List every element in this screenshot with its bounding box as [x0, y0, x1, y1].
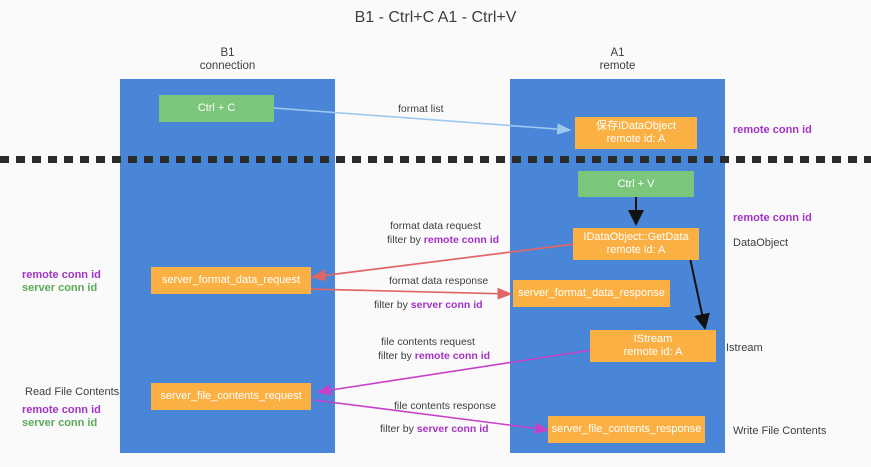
caption-file-contents-request: file contents request	[381, 336, 475, 348]
caption-format-list: format list	[398, 103, 444, 115]
left-label-server-conn-id-mid: server conn id	[22, 282, 98, 294]
right-label-write-file-contents: Write File Contents	[733, 425, 827, 437]
right-label-dataobject: DataObject	[733, 237, 789, 249]
box-idataobject-getdata[interactable]: IDataObject::GetData remote id: A	[573, 228, 699, 260]
box-server-format-data-response[interactable]: server_format_data_response	[513, 280, 670, 307]
caption-filter-prefix: filter by	[374, 299, 411, 311]
box-server-format-data-request[interactable]: server_format_data_request	[151, 267, 311, 294]
caption-file-contents-request-filter: filter by remote conn id	[378, 350, 490, 363]
column-header-a1-role: remote	[599, 60, 636, 72]
left-label-server-conn-id-bottom: server conn id	[22, 417, 98, 429]
caption-filter-key-server-conn-id: server conn id	[410, 299, 483, 311]
column-header-b1-role: connection	[199, 60, 256, 72]
caption-filter-key-remote-conn-id: remote conn id	[423, 234, 500, 246]
box-istream[interactable]: IStream remote id: A	[590, 330, 716, 362]
column-header-a1: A1 remote	[510, 47, 725, 73]
caption-filter-prefix: filter by	[378, 350, 415, 362]
box-server-file-contents-request[interactable]: server_file_contents_request	[151, 383, 311, 410]
right-label-remote-conn-id-mid: remote conn id	[733, 212, 812, 224]
left-label-remote-conn-id-bottom: remote conn id	[22, 404, 101, 416]
caption-file-contents-response: file contents response	[394, 400, 497, 412]
caption-filter-key-server-conn-id: server conn id	[416, 423, 489, 435]
right-label-remote-conn-id-top: remote conn id	[733, 124, 812, 136]
right-label-istream: Istream	[726, 342, 763, 354]
left-label-remote-conn-id-mid: remote conn id	[22, 269, 101, 281]
column-header-a1-name: A1	[610, 47, 625, 59]
caption-filter-prefix: filter by	[387, 234, 424, 246]
caption-filter-key-remote-conn-id: remote conn id	[414, 350, 491, 362]
box-server-file-contents-response[interactable]: server_file_contents_response	[548, 416, 705, 443]
caption-file-contents-response-filter: filter by server conn id	[380, 423, 489, 436]
caption-format-data-response-filter: filter by server conn id	[374, 299, 483, 312]
box-idataobject-store[interactable]: 保存IDataObject remote id: A	[575, 117, 697, 149]
caption-format-data-request-filter: filter by remote conn id	[387, 234, 499, 247]
box-ctrl-c[interactable]: Ctrl + C	[159, 95, 274, 122]
phase-divider	[0, 156, 871, 163]
column-header-b1-name: B1	[220, 47, 235, 59]
page-title: B1 - Ctrl+C A1 - Ctrl+V	[354, 9, 517, 26]
caption-format-data-request: format data request	[390, 220, 482, 232]
column-header-b1: B1 connection	[120, 47, 335, 73]
arrow-format-data-response	[307, 287, 513, 300]
left-label-read-file-contents: Read File Contents	[25, 386, 120, 398]
caption-filter-prefix: filter by	[380, 423, 417, 435]
box-ctrl-v[interactable]: Ctrl + V	[578, 171, 694, 197]
caption-format-data-response: format data response	[389, 275, 489, 287]
